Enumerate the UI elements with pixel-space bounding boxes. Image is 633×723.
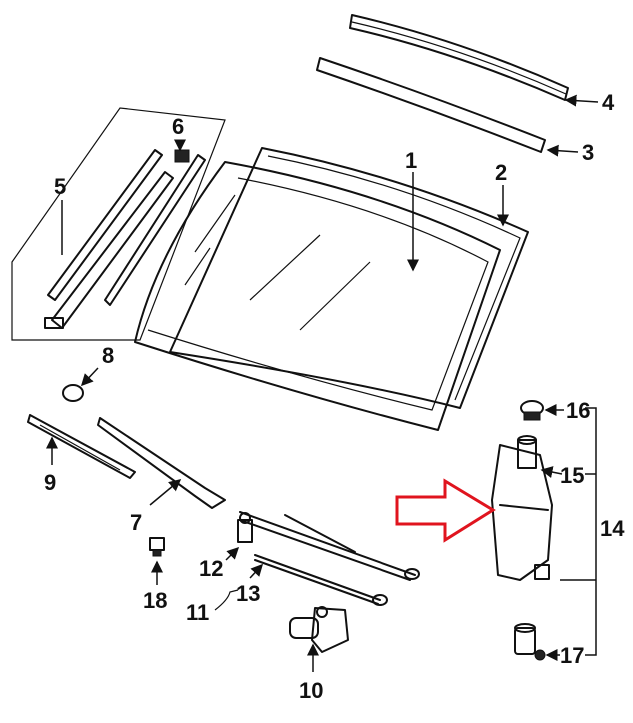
part-16-cap xyxy=(520,400,544,421)
part-14-bracket xyxy=(560,407,597,656)
part-1-windshield-glass xyxy=(134,161,501,431)
callout-5: 5 xyxy=(54,174,66,199)
callout-6: 6 xyxy=(172,114,184,139)
callout-12: 12 xyxy=(199,556,223,581)
callout-1: 1 xyxy=(405,148,417,173)
part-11-linkage xyxy=(214,511,420,611)
part-4-upper-molding xyxy=(349,14,569,101)
callout-4: 4 xyxy=(602,90,615,115)
callout-9: 9 xyxy=(44,470,56,495)
part-17-pump xyxy=(514,623,546,661)
callout-10: 10 xyxy=(299,678,323,703)
part-8-clip xyxy=(62,384,84,402)
callout-7: 7 xyxy=(130,510,142,535)
callout-3: 3 xyxy=(582,140,594,165)
part-14-washer-tank xyxy=(491,435,553,581)
part-9-wiper-blade xyxy=(27,414,136,479)
part-5-side-moldings xyxy=(11,107,226,341)
callout-16: 16 xyxy=(566,398,590,423)
part-10-wiper-motor xyxy=(289,606,349,653)
part-12-pivot xyxy=(237,512,253,543)
callout-8: 8 xyxy=(102,343,114,368)
part-2-weatherstrip xyxy=(169,147,529,409)
leader-lines xyxy=(46,94,599,672)
callout-15: 15 xyxy=(560,463,584,488)
callout-2: 2 xyxy=(495,160,507,185)
part-7-wiper-arm xyxy=(97,417,226,509)
part-3-molding xyxy=(316,57,546,153)
highlight-arrow xyxy=(395,478,496,543)
part-14-fitting xyxy=(534,564,550,580)
callout-18: 18 xyxy=(143,588,167,613)
part-18-grommet xyxy=(149,537,165,557)
callout-11: 11 xyxy=(186,600,209,625)
callout-17: 17 xyxy=(560,643,584,668)
callout-14: 14 xyxy=(600,516,625,541)
callout-13: 13 xyxy=(236,581,260,606)
